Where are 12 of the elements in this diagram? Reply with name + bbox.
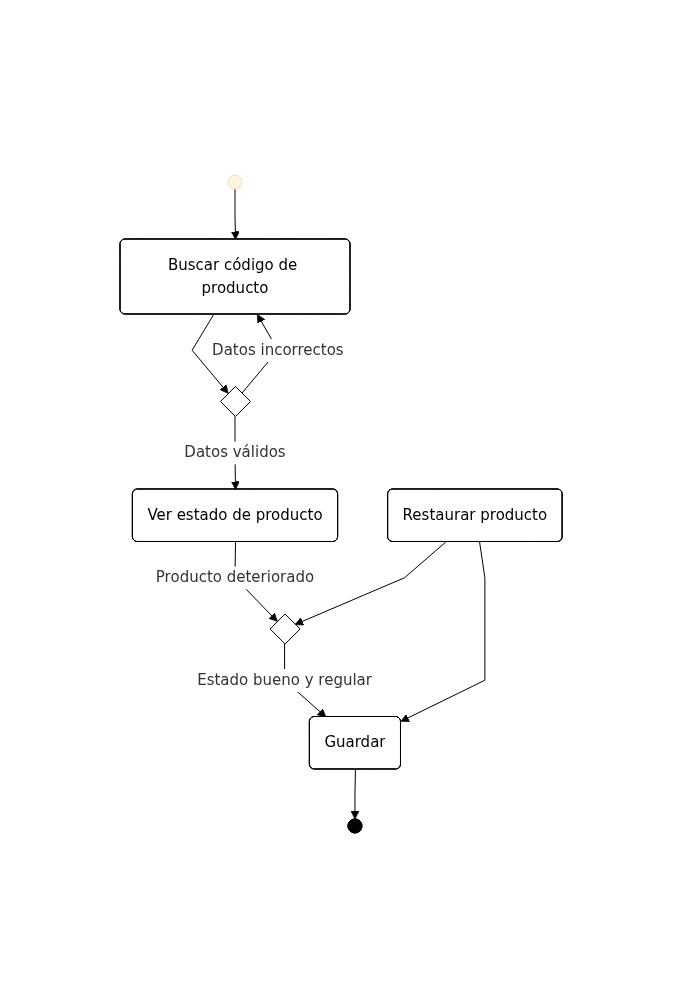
arrow [400,541,486,722]
node-diamond [269,613,301,644]
arrow [350,768,360,819]
edge-label: Producto deteriorado [155,567,315,586]
edge-label: Datos incorrectos [212,340,344,359]
edge-label: Datos válidos [184,442,286,461]
node-circle [227,174,243,189]
arrow [230,188,240,240]
edge-label: Estado bueno y regular [197,670,372,689]
node-diamond [219,385,251,417]
arrow [294,541,447,625]
arrow [191,313,229,394]
